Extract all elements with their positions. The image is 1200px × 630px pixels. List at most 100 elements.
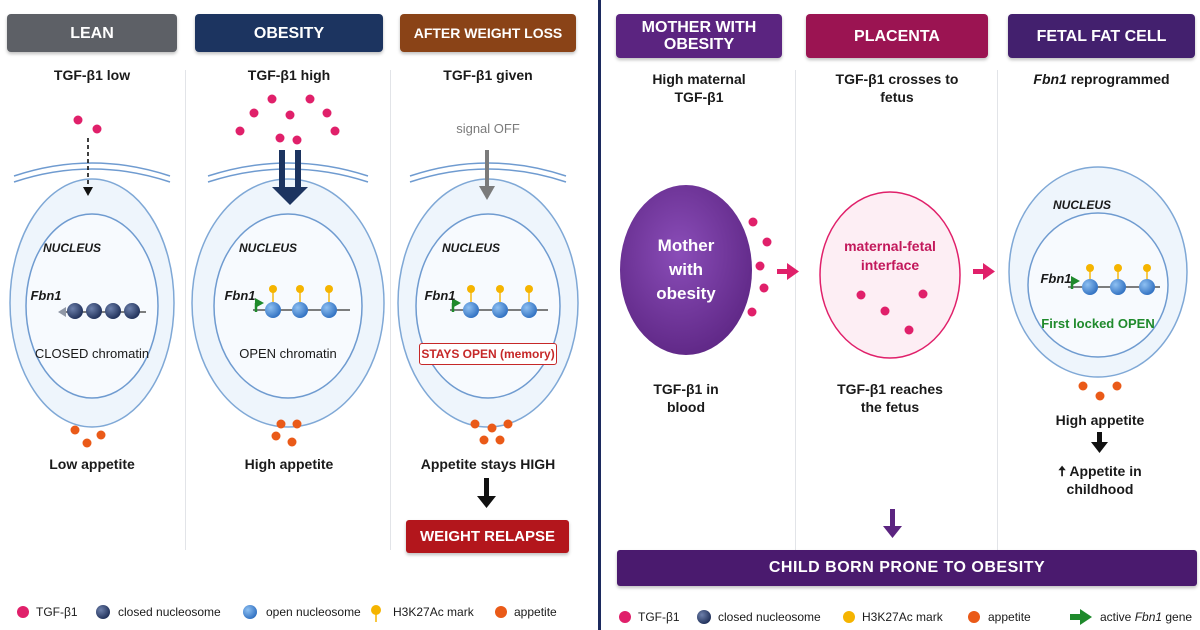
closed-chromatin-label: CLOSED chromatin	[34, 346, 150, 361]
legend-appetite-label: appetite	[988, 610, 1031, 624]
legend-h3k27ac-icon	[371, 605, 381, 622]
legend-appetite-dot	[968, 611, 980, 623]
tgf-dot	[73, 115, 83, 125]
mother-oval	[620, 185, 752, 355]
appetite-dot	[271, 431, 281, 441]
legend-closed-nucleosome-label: closed nucleosome	[718, 610, 821, 624]
legend-active-gene-arrow-icon	[1070, 609, 1092, 625]
strong-signal-arrow	[272, 150, 308, 205]
first-locked-open-label: First locked OPEN	[1041, 316, 1155, 331]
legend-tgf-dot	[17, 606, 29, 618]
legend-open-nucleosome-icon	[243, 605, 257, 619]
after-weight-loss-header: AFTER WEIGHT LOSS	[400, 14, 576, 52]
banner-arrowhead	[883, 526, 902, 538]
relapse-arrowhead	[477, 496, 496, 508]
stays-open-text: STAYS OPEN (memory)	[421, 347, 555, 361]
legend-open-nucleosome-label: open nucleosome	[266, 605, 361, 619]
right-diagram	[619, 166, 1188, 625]
tgf-reaches-fetus-caption: TGF-β1 reaches the fetus	[837, 381, 943, 415]
placenta-tgf-dots	[856, 289, 928, 335]
placenta-header: PLACENTA	[806, 14, 988, 58]
signal-off-arrowhead	[479, 186, 495, 200]
fetal-high-appetite-label: High appetite	[1055, 412, 1145, 428]
maternal-tgf-dots	[747, 217, 772, 317]
obesity-cell	[191, 162, 385, 428]
placenta-subtitle: TGF-β1 crosses to fetus	[835, 71, 959, 105]
fetal-appetite-arrow	[1097, 432, 1102, 444]
after-loss-signal-text: TGF-β1 given	[443, 67, 533, 83]
legend-h3k27ac-label: H3K27Ac mark	[393, 605, 474, 619]
closed-nucleosome-track	[58, 303, 146, 319]
mother-subtitle: High maternal TGF-β1	[652, 71, 746, 105]
weak-signal-arrowhead	[83, 187, 93, 196]
appetite-dot	[287, 437, 297, 447]
left-divider-1	[185, 70, 186, 550]
low-appetite-label: Low appetite	[49, 456, 135, 472]
legend-h3k27ac-label: H3K27Ac mark	[862, 610, 943, 624]
fetal-gene-label-fbn1: Fbn1	[1040, 271, 1072, 286]
appetite-stays-high-label: Appetite stays HIGH	[420, 456, 556, 472]
mother-header-text: MOTHER WITH OBESITY	[641, 19, 757, 53]
appetite-dot	[292, 419, 302, 429]
legend-closed-nucleosome-icon	[697, 610, 711, 624]
open-nucleosome-track	[450, 285, 548, 318]
weight-relapse-button: WEIGHT RELAPSE	[406, 520, 569, 553]
tgf-high-dots	[235, 94, 340, 145]
panel-divider	[598, 0, 601, 630]
lean-signal-text: TGF-β1 low	[53, 67, 131, 83]
banner-arrow	[890, 509, 895, 529]
open-chromatin-label: OPEN chromatin	[239, 346, 337, 361]
transfer-arrow-1	[777, 263, 799, 280]
up-arrow-icon: 🠅	[1058, 463, 1066, 479]
left-divider-2	[390, 70, 391, 550]
mother-oval-label: Mother with obesity	[656, 236, 716, 303]
legend-active-prefix: active	[1100, 610, 1135, 624]
legend-active-suffix: gene	[1162, 610, 1193, 624]
nucleus-label: NUCLEUS	[441, 241, 500, 255]
fetal-appetite-dots	[1078, 381, 1122, 401]
transfer-arrow-2	[973, 263, 995, 280]
open-nucleosome-track	[253, 285, 350, 318]
appetite-in-childhood-label: 🠅 Appetite in childhood	[1030, 462, 1170, 498]
appetite-in-text: Appetite in	[1069, 463, 1142, 479]
child-prone-banner: CHILD BORN PRONE TO OBESITY	[617, 550, 1197, 586]
legend-tgf-dot	[619, 611, 631, 623]
gene-label-fbn1: Fbn1	[30, 288, 62, 303]
fetal-nucleus-label: NUCLEUS	[1052, 198, 1111, 212]
appetite-dot	[96, 430, 106, 440]
legend-appetite-dot	[495, 606, 507, 618]
obesity-header: OBESITY	[195, 14, 383, 52]
obesity-signal-text: TGF-β1 high	[247, 67, 331, 83]
legend-tgf-label: TGF-β1	[36, 605, 78, 619]
childhood-text: childhood	[1066, 481, 1134, 497]
stays-open-memory-badge: STAYS OPEN (memory)	[419, 343, 557, 365]
high-appetite-label: High appetite	[244, 456, 334, 472]
appetite-dots	[470, 419, 513, 445]
fetal-subtitle-gene: Fbn1	[1033, 71, 1067, 87]
legend-closed-nucleosome-icon	[96, 605, 110, 619]
nucleus-label: NUCLEUS	[42, 241, 101, 255]
tgf-in-blood-caption: TGF-β1 in blood	[653, 381, 719, 415]
fetal-appetite-arrowhead	[1091, 442, 1108, 453]
signal-off-label: signal OFF	[456, 121, 520, 136]
appetite-dot	[276, 419, 286, 429]
appetite-dot	[70, 425, 80, 435]
placenta-oval	[819, 191, 961, 359]
lean-header: LEAN	[7, 14, 177, 52]
appetite-dot	[82, 438, 92, 448]
left-cells-diagram	[9, 94, 579, 622]
gene-label-fbn1: Fbn1	[424, 288, 456, 303]
mother-with-obesity-header: MOTHER WITH OBESITY	[616, 14, 782, 58]
legend-closed-nucleosome-label: closed nucleosome	[118, 605, 221, 619]
relapse-arrow	[484, 478, 489, 498]
fetal-subtitle-rest: reprogrammed	[1066, 71, 1170, 87]
fetal-open-nucleosome-track	[1068, 264, 1160, 295]
right-divider-1	[795, 70, 796, 550]
legend-h3k27ac-dot	[843, 611, 855, 623]
legend-appetite-label: appetite	[514, 605, 557, 619]
fetal-fat-cell-header: FETAL FAT CELL	[1008, 14, 1195, 58]
fetal-fat-cell	[1008, 166, 1188, 378]
gene-label-fbn1: Fbn1	[224, 288, 256, 303]
fetal-subtitle: Fbn1 reprogrammed	[1008, 70, 1195, 88]
signal-off-arrow	[485, 150, 489, 188]
